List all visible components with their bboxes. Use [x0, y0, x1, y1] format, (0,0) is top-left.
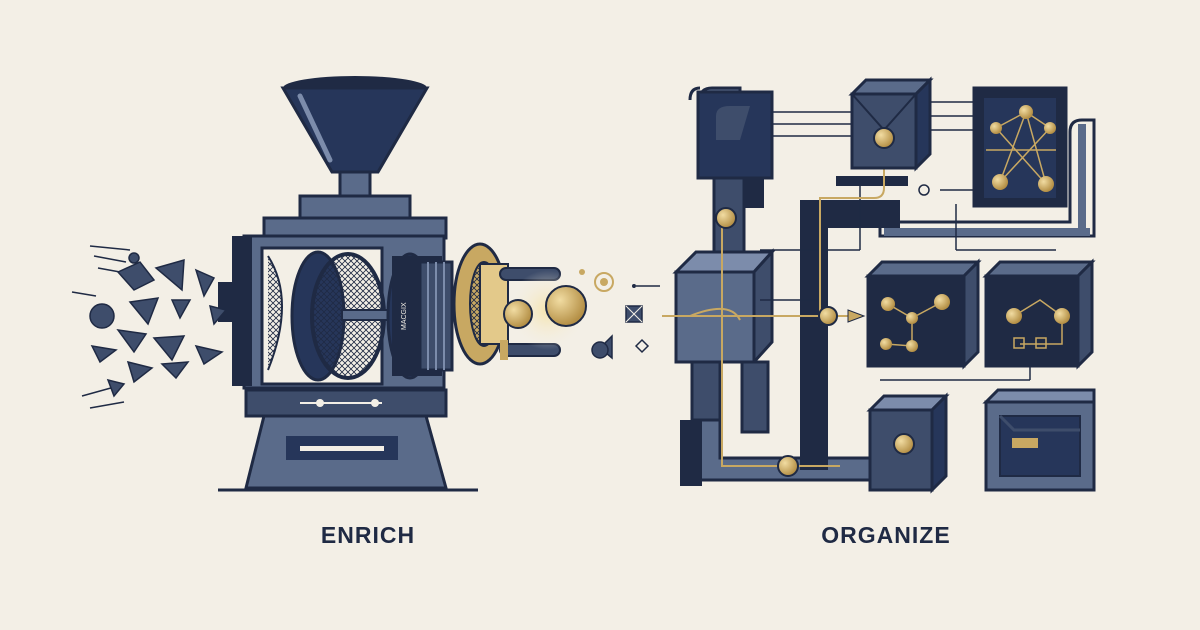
organize-system — [662, 76, 1096, 494]
svg-text:MACGIX: MACGIX — [401, 302, 408, 330]
network-node-icon — [972, 86, 1068, 208]
enrich-label: ENRICH — [320, 522, 416, 548]
gear-icon — [452, 242, 509, 366]
organize-label: ORGANIZE — [821, 522, 951, 548]
funnel-icon — [280, 76, 430, 198]
gold-sphere-icon — [503, 269, 650, 360]
data-shards-icon — [71, 245, 228, 409]
enrich-machine: MACGIX — [218, 76, 561, 492]
machine-plate: MACGIX — [401, 302, 408, 330]
